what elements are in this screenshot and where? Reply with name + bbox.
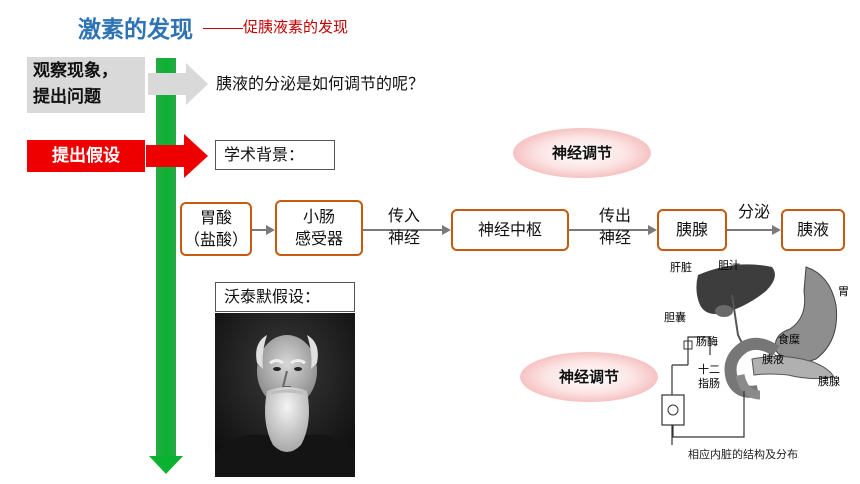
step-observe-line-2: 提出问题 <box>33 87 101 107</box>
step-hypothesis-label: 提出假设 <box>52 146 120 166</box>
flow-arrow-1-head <box>266 225 275 235</box>
question-text: 胰液的分泌是如何调节的呢？ <box>216 74 425 93</box>
timeline-arrowhead <box>149 456 183 474</box>
page-subtitle: 促胰液素的发现 <box>243 18 349 36</box>
efferent-line-2: 神经 <box>598 228 631 247</box>
efferent-line-1: 传出 <box>598 206 631 225</box>
grey-arrow-head <box>186 63 208 105</box>
flow-arrow-1-line <box>252 229 266 231</box>
timeline-bar <box>156 58 176 458</box>
label-duodenum-line-1: 十二 <box>698 362 720 376</box>
node-pancreas: 胰腺 <box>657 209 727 251</box>
flow-arrow-3-head <box>648 225 657 235</box>
secrete-label: 分泌 <box>737 202 770 221</box>
nerve-regulation-badge-top: 神经调节 <box>513 128 651 178</box>
flow-arrow-4-head <box>772 225 781 235</box>
label-chyme: 食糜 <box>778 332 800 346</box>
node-sensor-line-2: 感受器 <box>294 229 343 248</box>
node-stomach-acid: 胃酸 （盐酸） <box>180 202 252 256</box>
afferent-line-2: 神经 <box>387 228 420 247</box>
efferent-nerve-label: 传出 神经 <box>585 205 645 249</box>
node-nerve-center: 神经中枢 <box>451 209 569 251</box>
portrait-image <box>215 313 355 477</box>
flow-arrow-3-line <box>569 229 648 231</box>
label-pancreatic-juice: 胰液 <box>762 352 784 366</box>
subtitle-dash <box>203 28 243 29</box>
red-arrow-head <box>184 134 208 178</box>
afferent-nerve-label: 传入 神经 <box>374 205 434 249</box>
flow-arrow-4-line <box>727 229 772 231</box>
background-label: 学术背景： <box>215 140 335 170</box>
label-stomach: 胃 <box>838 285 849 298</box>
node-sensor-line-1: 小肠 <box>302 207 335 226</box>
red-arrow-body <box>146 145 184 167</box>
step-observe-box <box>27 57 145 113</box>
afferent-line-1: 传入 <box>387 206 420 225</box>
label-duodenum-line-2: 指肠 <box>698 376 720 390</box>
label-gallbladder: 胆囊 <box>664 310 686 324</box>
label-pancreas: 胰腺 <box>818 374 840 388</box>
node-stomach-line-2: （盐酸） <box>183 230 248 249</box>
page-title: 激素的发现 <box>78 17 193 43</box>
scientist-portrait <box>215 313 355 477</box>
flow-arrow-2-head <box>442 225 451 235</box>
nerve-regulation-badge-bottom: 神经调节 <box>520 352 658 402</box>
node-pancreatic-juice: 胰液 <box>781 209 845 251</box>
hypothesis-label: 沃泰默假设： <box>215 282 355 312</box>
step-hypothesis-box <box>27 140 145 172</box>
step-observe-line-1: 观察现象， <box>33 61 118 81</box>
label-bile: 胆汁 <box>718 259 740 272</box>
step-observe-label: 观察现象， 提出问题 <box>33 58 118 110</box>
grey-arrow-body <box>148 73 186 95</box>
node-stomach-line-1: 胃酸 <box>199 208 232 227</box>
flow-arrow-2-line <box>363 229 442 231</box>
label-liver: 肝脏 <box>670 261 692 274</box>
digestive-anatomy-illustration: 肝脏 胆汁 胆囊 胃 肠酶 食糜 胰液 十二 指肠 胰腺 <box>661 259 849 445</box>
node-intestine-receptor: 小肠 感受器 <box>275 200 363 256</box>
anatomy-caption: 相应内脏的结构及分布 <box>688 448 798 461</box>
label-enzyme: 肠酶 <box>696 335 718 348</box>
